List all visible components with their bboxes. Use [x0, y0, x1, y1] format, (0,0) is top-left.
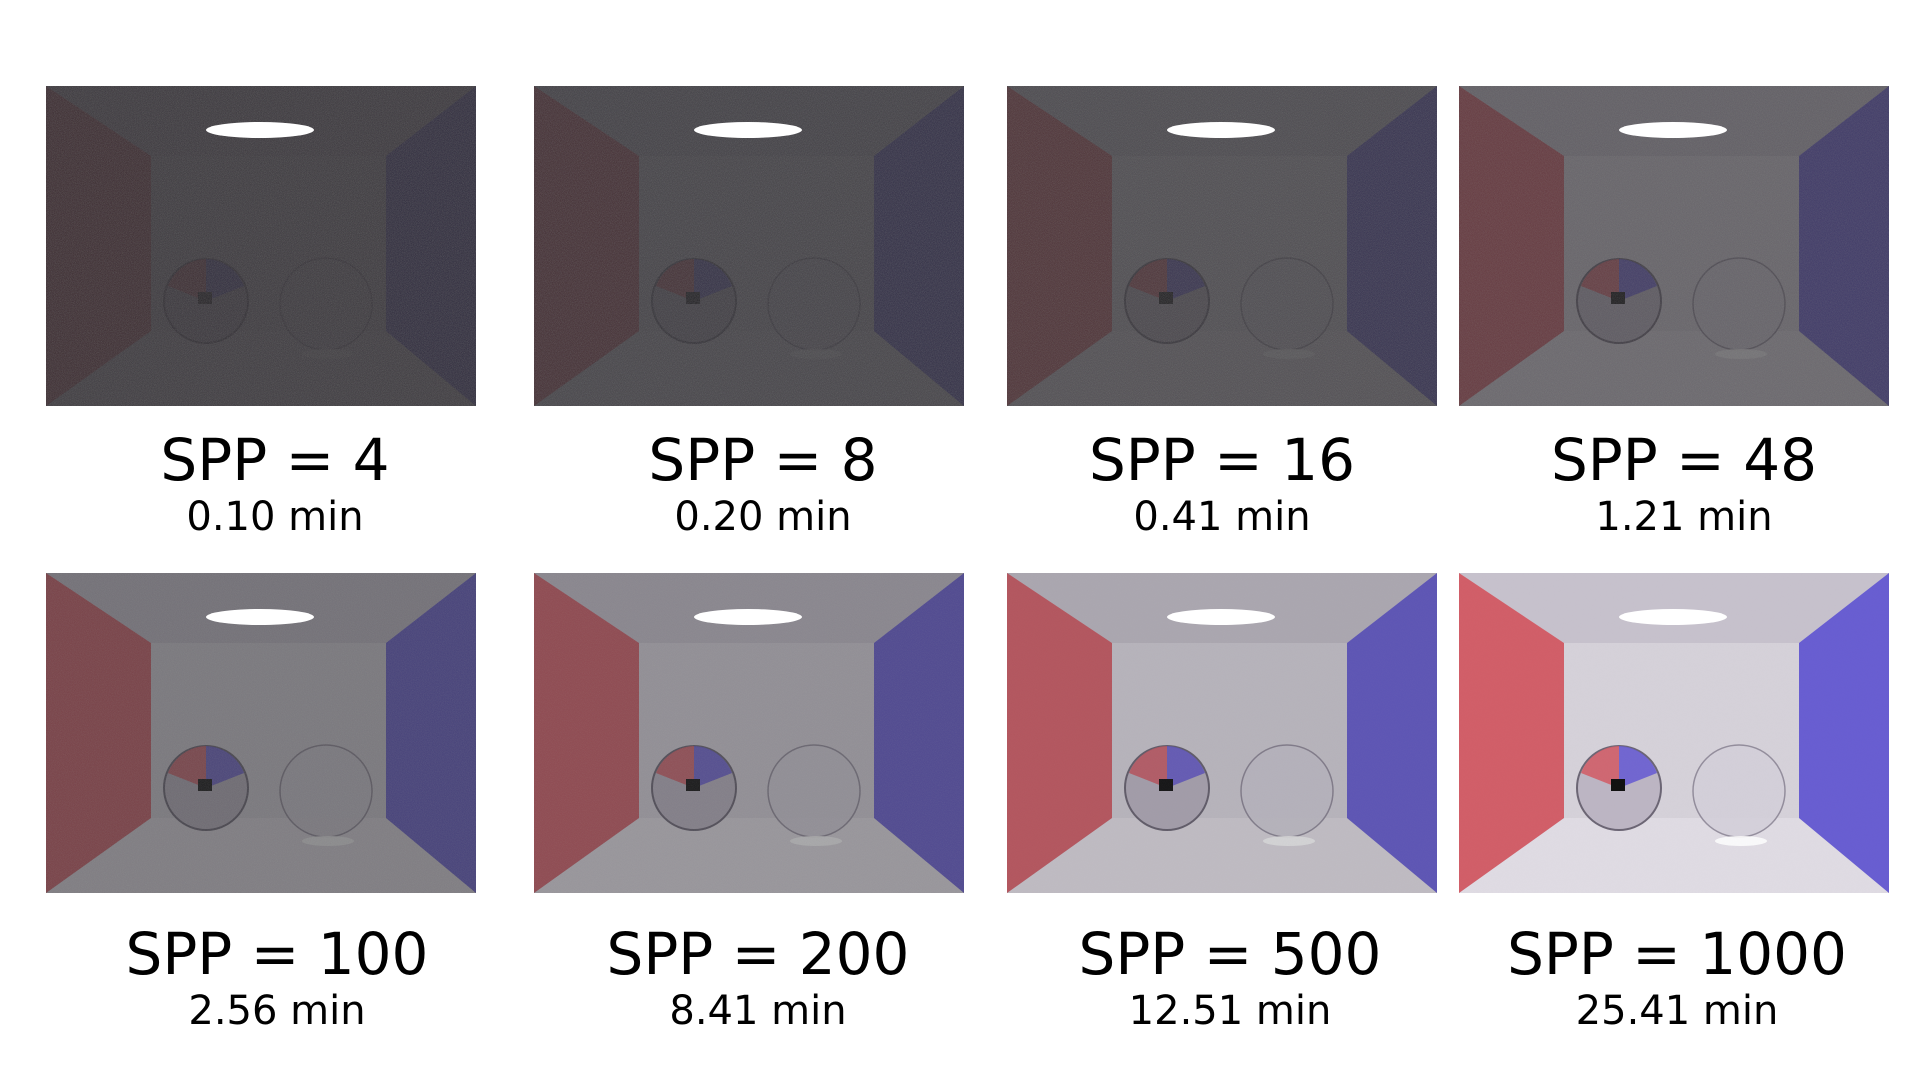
caption-6: SPP = 500 12.51 min	[1015, 922, 1445, 1034]
render-panel-3	[1459, 86, 1889, 406]
time-label: 25.41 min	[1575, 988, 1779, 1034]
render-image	[534, 573, 964, 893]
spp-label: SPP = 4	[160, 426, 390, 494]
spp-label: SPP = 1000	[1507, 920, 1847, 988]
render-panel-5	[534, 573, 964, 893]
caption-4: SPP = 100 2.56 min	[62, 922, 492, 1034]
spp-label: SPP = 16	[1088, 426, 1356, 494]
render-image	[534, 86, 964, 406]
render-image	[1007, 86, 1437, 406]
caption-7: SPP = 1000 25.41 min	[1462, 922, 1892, 1034]
time-label: 12.51 min	[1128, 988, 1332, 1034]
render-panel-6	[1007, 573, 1437, 893]
render-panel-1	[534, 86, 964, 406]
time-label: 0.10 min	[186, 494, 364, 540]
caption-5: SPP = 200 8.41 min	[543, 922, 973, 1034]
caption-1: SPP = 8 0.20 min	[548, 428, 978, 540]
time-label: 0.20 min	[674, 494, 852, 540]
render-panel-4	[46, 573, 476, 893]
spp-label: SPP = 100	[125, 920, 429, 988]
time-label: 2.56 min	[188, 988, 366, 1034]
render-image	[1007, 573, 1437, 893]
render-panel-2	[1007, 86, 1437, 406]
spp-label: SPP = 48	[1550, 426, 1818, 494]
spp-label: SPP = 200	[606, 920, 910, 988]
render-panel-7	[1459, 573, 1889, 893]
time-label: 8.41 min	[669, 988, 847, 1034]
spp-label: SPP = 500	[1078, 920, 1382, 988]
spp-label: SPP = 8	[648, 426, 878, 494]
render-image	[46, 573, 476, 893]
render-panel-0	[46, 86, 476, 406]
caption-0: SPP = 4 0.10 min	[60, 428, 490, 540]
time-label: 0.41 min	[1133, 494, 1311, 540]
caption-2: SPP = 16 0.41 min	[1007, 428, 1437, 540]
render-image	[1459, 86, 1889, 406]
time-label: 1.21 min	[1595, 494, 1773, 540]
render-image	[1459, 573, 1889, 893]
render-image	[46, 86, 476, 406]
caption-3: SPP = 48 1.21 min	[1469, 428, 1899, 540]
